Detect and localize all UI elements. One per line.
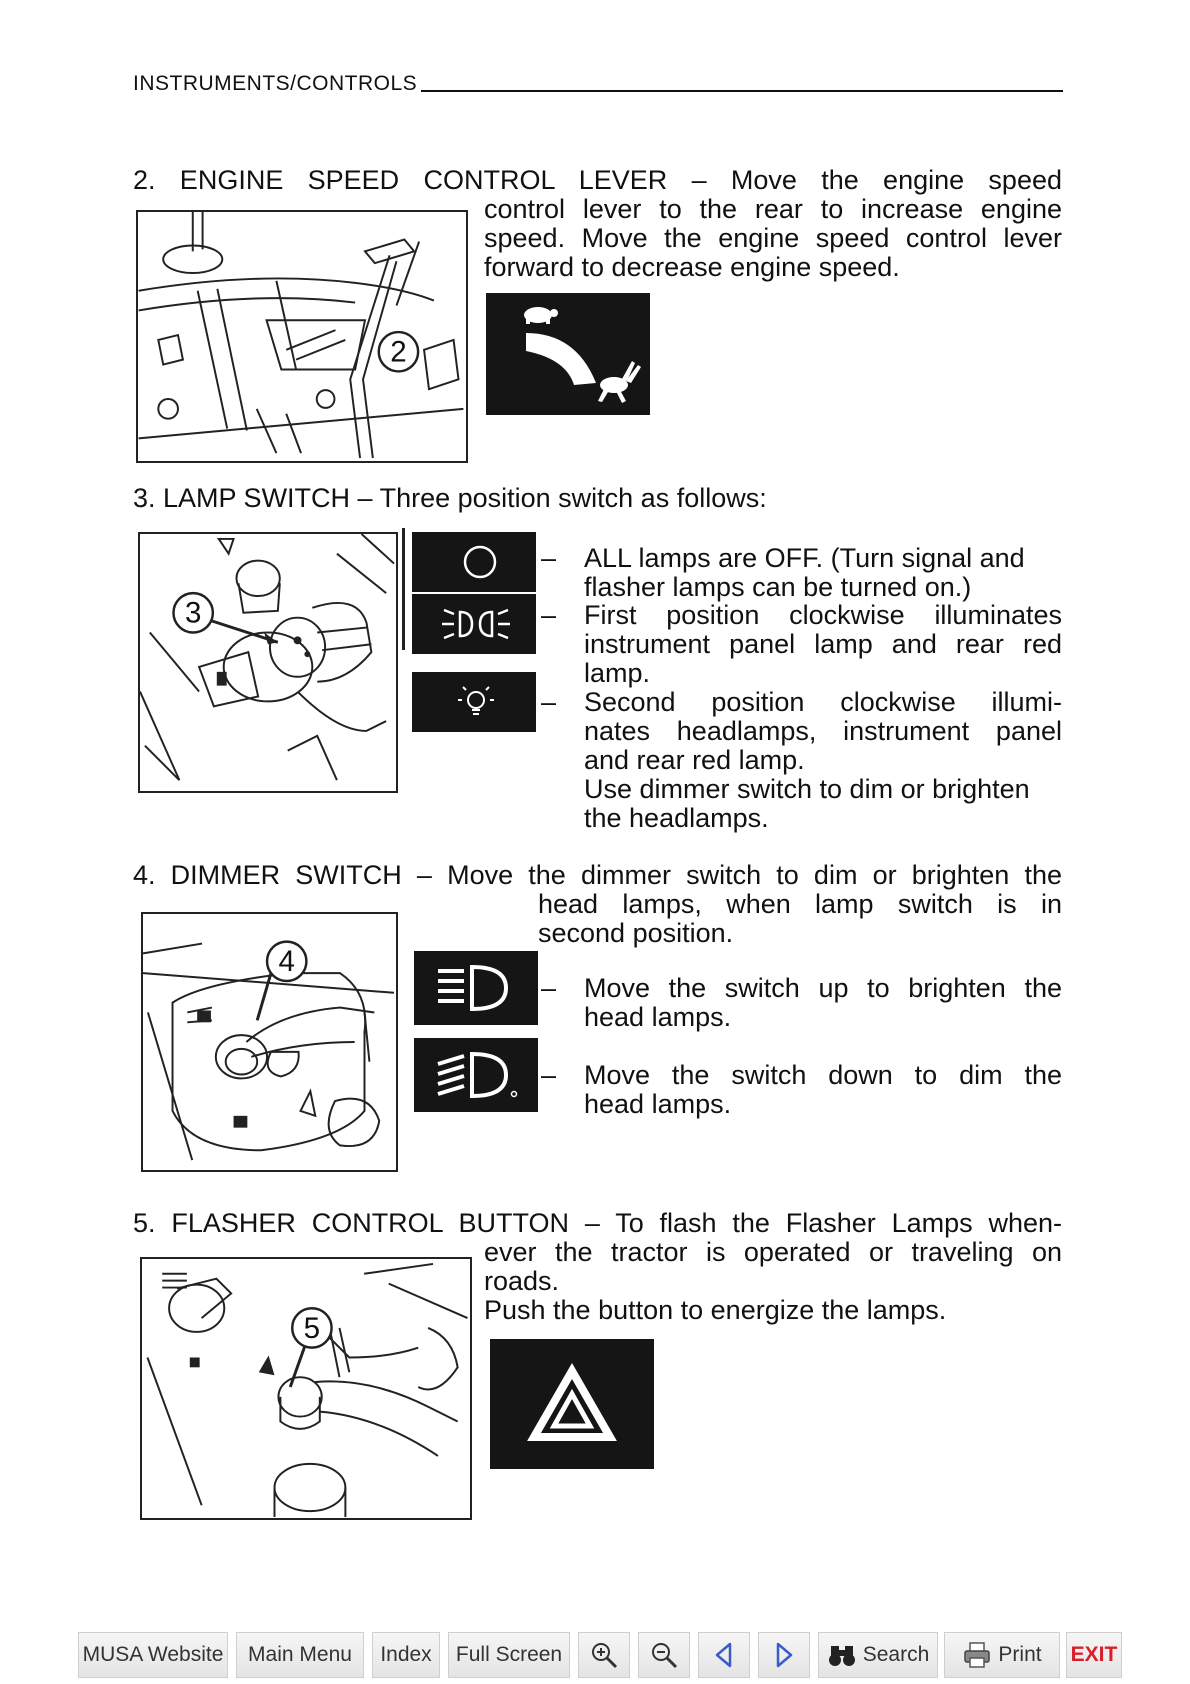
lamp-bulb-icon bbox=[412, 672, 536, 732]
zoom-in-icon bbox=[589, 1640, 619, 1670]
print-label: Print bbox=[998, 1643, 1042, 1666]
section2-text-line: control lever to the rear to increase en… bbox=[484, 194, 1062, 224]
section5-text-line: Push the button to energize the lamps. bbox=[484, 1295, 947, 1325]
lamp-position-second-text: Second position clockwise illumi- bbox=[584, 687, 1062, 717]
lamp-position-first-text: lamp. bbox=[584, 658, 651, 688]
lamp-switch-note: Use dimmer switch to dim or brighten bbox=[584, 774, 1030, 804]
dash: – bbox=[541, 687, 557, 717]
turtle-rabbit-symbol bbox=[486, 293, 650, 415]
page-header: INSTRUMENTS/CONTROLS bbox=[133, 72, 1063, 96]
callout-5: 5 bbox=[304, 1312, 320, 1345]
section2-text-line: forward to decrease engine speed. bbox=[484, 252, 900, 282]
section5-heading: 5. FLASHER CONTROL BUTTON – To flash the… bbox=[133, 1208, 1062, 1238]
lamp-switch-note: the headlamps. bbox=[584, 803, 769, 833]
dash: – bbox=[541, 543, 557, 573]
section5-text-line: roads. bbox=[484, 1266, 560, 1296]
section2-text-line: speed. Move the engine speed control lev… bbox=[484, 223, 1062, 253]
dimmer-switch-illustration: 4 bbox=[141, 912, 398, 1172]
section5-text-line: ever the tractor is operated or travelin… bbox=[484, 1237, 1062, 1267]
full-screen-button[interactable]: Full Screen bbox=[448, 1632, 570, 1678]
zoom-out-button[interactable] bbox=[638, 1632, 690, 1678]
lamp-position-first-text: First position clockwise illuminates bbox=[584, 600, 1062, 630]
dimmer-down-text: Move the switch down to dim the bbox=[584, 1060, 1062, 1090]
print-button[interactable]: Print bbox=[944, 1632, 1060, 1678]
zoom-in-button[interactable] bbox=[578, 1632, 630, 1678]
musa-website-button[interactable]: MUSA Website bbox=[78, 1632, 228, 1678]
lamp-position-off-text: flasher lamps can be turned on.) bbox=[584, 572, 972, 602]
section4-text-line: head lamps, when lamp switch is in bbox=[538, 889, 1062, 919]
hazard-triangle-icon bbox=[490, 1339, 654, 1469]
dimmer-up-text: Move the switch up to brighten the bbox=[584, 973, 1062, 1003]
binoculars-icon bbox=[827, 1640, 857, 1670]
main-menu-button[interactable]: Main Menu bbox=[236, 1632, 364, 1678]
full-screen-label: Full Screen bbox=[455, 1643, 563, 1666]
callout-2: 2 bbox=[390, 336, 406, 369]
high-beam-icon bbox=[414, 951, 538, 1025]
section3-heading: 3. LAMP SWITCH – Three position switch a… bbox=[133, 483, 767, 513]
search-label: Search bbox=[862, 1643, 930, 1666]
flasher-button-illustration: 5 bbox=[140, 1257, 472, 1520]
lamp-switch-illustration: 3 bbox=[138, 532, 398, 793]
section4-text-line: second position. bbox=[538, 918, 734, 948]
page-header-title: INSTRUMENTS/CONTROLS bbox=[133, 72, 418, 95]
index-label: Index bbox=[380, 1643, 432, 1666]
section4-heading: 4. DIMMER SWITCH – Move the dimmer switc… bbox=[133, 860, 1062, 890]
callout-4: 4 bbox=[279, 945, 295, 978]
low-beam-icon bbox=[414, 1038, 538, 1112]
exit-label: EXIT bbox=[1070, 1643, 1118, 1666]
callout-3: 3 bbox=[185, 597, 201, 630]
dash: – bbox=[541, 600, 557, 630]
lamp-position-first-text: instrument panel lamp and rear red bbox=[584, 629, 1062, 659]
lamp-position-second-text: and rear red lamp. bbox=[584, 745, 805, 775]
zoom-out-icon bbox=[649, 1640, 679, 1670]
main-menu-label: Main Menu bbox=[248, 1643, 352, 1666]
arrow-right-icon bbox=[769, 1640, 799, 1670]
engine-speed-lever-illustration: 2 bbox=[136, 210, 468, 463]
section2-heading: 2. ENGINE SPEED CONTROL LEVER – Move the… bbox=[133, 165, 1062, 195]
lamp-position-second-text: nates headlamps, instrument panel bbox=[584, 716, 1062, 746]
index-button[interactable]: Index bbox=[372, 1632, 440, 1678]
previous-page-button[interactable] bbox=[698, 1632, 750, 1678]
search-button[interactable]: Search bbox=[818, 1632, 938, 1678]
dimmer-up-text: head lamps. bbox=[584, 1002, 732, 1032]
lamp-position-off-text: ALL lamps are OFF. (Turn signal and bbox=[584, 543, 1025, 573]
exit-button[interactable]: EXIT bbox=[1066, 1632, 1122, 1678]
bracket-line bbox=[402, 528, 405, 650]
parking-lamps-icon bbox=[412, 594, 536, 654]
arrow-left-icon bbox=[709, 1640, 739, 1670]
musa-website-label: MUSA Website bbox=[82, 1643, 224, 1666]
navigation-toolbar: MUSA Website Main Menu Index Full Screen… bbox=[0, 1622, 1190, 1684]
dash: – bbox=[541, 1060, 557, 1090]
header-rule bbox=[421, 90, 1063, 92]
printer-icon bbox=[962, 1640, 992, 1670]
dash: – bbox=[541, 973, 557, 1003]
next-page-button[interactable] bbox=[758, 1632, 810, 1678]
dimmer-down-text: head lamps. bbox=[584, 1089, 732, 1119]
off-circle-icon bbox=[412, 532, 536, 592]
